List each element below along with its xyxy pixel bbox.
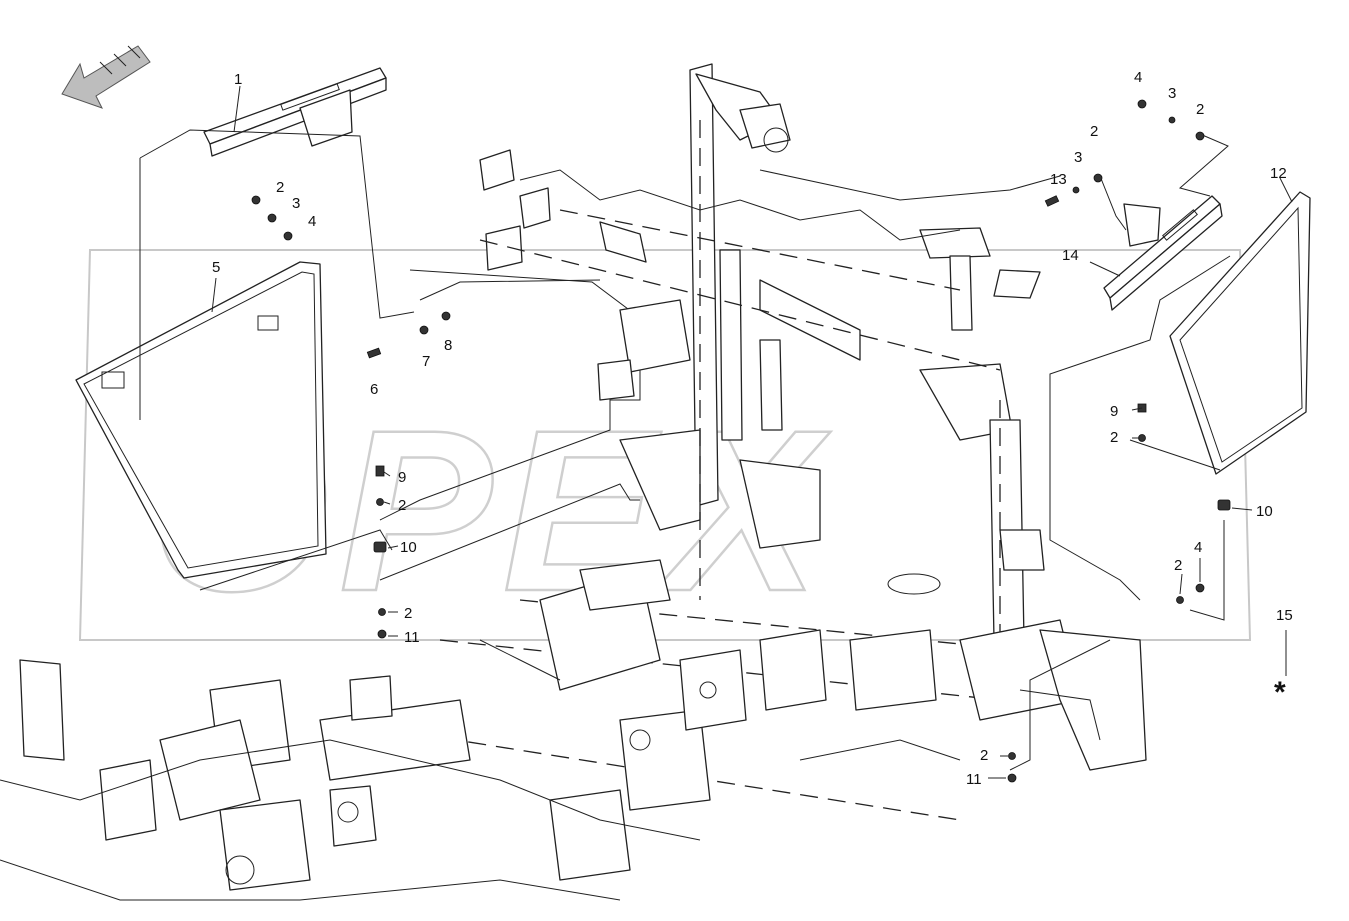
central-frame: [329, 63, 1121, 821]
callout-2: 2: [1110, 429, 1118, 446]
callout-11: 11: [404, 629, 420, 646]
washer-icon: [1176, 596, 1184, 604]
hardware: [251, 99, 1231, 783]
lock-washer-icon: [267, 213, 277, 223]
callout-8: 8: [444, 337, 452, 354]
washer-icon: [1195, 131, 1205, 141]
nut-icon: [1007, 773, 1017, 783]
washer-icon: [1093, 173, 1103, 183]
nut-icon: [1195, 583, 1205, 593]
callout-2: 2: [1090, 123, 1098, 140]
callout-15: 15: [1276, 607, 1293, 624]
callout-2: 2: [398, 497, 406, 514]
callout-1: 1: [234, 71, 242, 88]
callout-11: 11: [966, 771, 982, 788]
callout-2: 2: [1174, 557, 1182, 574]
callout-labels: 1 2 3 4 5 6 7 8 9 2 10 2 11 4 3 2 2 3 13…: [212, 69, 1293, 788]
part-5-side-panel-left: [75, 261, 327, 579]
callout-12: 12: [1270, 165, 1287, 182]
bolt-icon: [366, 347, 382, 359]
callout-3: 3: [1168, 85, 1176, 102]
nut-icon: [441, 311, 451, 321]
callout-10: 10: [1256, 503, 1273, 520]
callout-14: 14: [1062, 247, 1079, 264]
callout-7: 7: [422, 353, 430, 370]
spacer-icon: [1217, 499, 1231, 511]
washer-icon: [419, 325, 429, 335]
callout-2: 2: [1196, 101, 1204, 118]
washer-icon: [376, 498, 384, 506]
washer-icon: [378, 608, 386, 616]
callout-6: 6: [370, 381, 378, 398]
callout-2: 2: [276, 179, 284, 196]
asterisk-mark: *: [1274, 676, 1286, 709]
callout-leaders: [383, 407, 1253, 779]
washer-icon: [1008, 752, 1016, 760]
bolt-icon: [1044, 195, 1060, 207]
callout-9: 9: [398, 469, 406, 486]
part-1-upper-bracket-left: [203, 67, 387, 157]
part-14-upper-bracket-right: [1089, 195, 1223, 311]
lock-washer-icon: [1168, 116, 1176, 124]
callout-3: 3: [1074, 149, 1082, 166]
callout-13: 13: [1050, 171, 1067, 188]
callout-5: 5: [212, 259, 220, 276]
lower-base-frame: [0, 559, 1147, 901]
direction-arrow-icon: [61, 45, 151, 109]
callout-9: 9: [1110, 403, 1118, 420]
leader-lines-right: [1009, 133, 1287, 771]
nut-icon: [377, 629, 387, 639]
leader-lines-left: [139, 129, 641, 591]
part-12-side-panel-right: [1169, 177, 1311, 475]
lock-washer-icon: [1072, 186, 1080, 194]
callout-2: 2: [980, 747, 988, 764]
callout-3: 3: [292, 195, 300, 212]
callout-2: 2: [404, 605, 412, 622]
callout-4: 4: [308, 213, 316, 230]
washer-icon: [251, 195, 261, 205]
callout-4: 4: [1194, 539, 1202, 556]
spacer-icon: [373, 541, 387, 553]
callout-4: 4: [1134, 69, 1142, 86]
nut-icon: [283, 231, 293, 241]
nut-icon: [1137, 99, 1147, 109]
callout-10: 10: [400, 539, 417, 556]
bolt-icon: [375, 465, 385, 477]
